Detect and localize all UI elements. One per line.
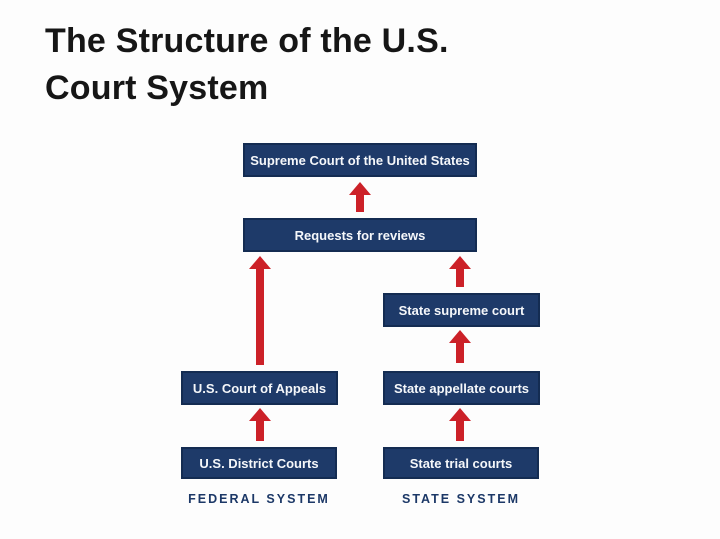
arrow-shaft: [456, 420, 464, 441]
node-requests-for-reviews: Requests for reviews: [243, 218, 477, 252]
node-us-court-of-appeals: U.S. Court of Appeals: [181, 371, 338, 405]
up-arrow-district-to-appeals-icon: [249, 408, 271, 441]
state-system-label: STATE SYSTEM: [402, 492, 520, 506]
node-supreme-court: Supreme Court of the United States: [243, 143, 477, 177]
page-title: The Structure of the U.S. Court System: [45, 18, 665, 112]
up-arrow-state-supreme-to-requests-icon: [449, 256, 471, 287]
arrow-shaft: [456, 268, 464, 287]
arrow-shaft: [256, 268, 264, 365]
arrow-shaft: [356, 194, 364, 212]
up-arrow-appeals-to-requests-icon: [249, 256, 271, 365]
arrow-head: [449, 408, 471, 421]
arrow-head: [249, 408, 271, 421]
arrow-head: [449, 256, 471, 269]
arrow-head: [449, 330, 471, 343]
arrow-head: [249, 256, 271, 269]
page-title-line1: The Structure of the U.S.: [45, 22, 449, 60]
up-arrow-appellate-to-state-supreme-icon: [449, 330, 471, 363]
node-state-supreme-court: State supreme court: [383, 293, 540, 327]
arrow-head: [349, 182, 371, 195]
arrow-shaft: [456, 342, 464, 363]
node-state-appellate-courts: State appellate courts: [383, 371, 540, 405]
up-arrow-trial-to-appellate-icon: [449, 408, 471, 441]
page-title-line2: Court System: [45, 69, 269, 107]
federal-system-label: FEDERAL SYSTEM: [188, 492, 330, 506]
node-us-district-courts: U.S. District Courts: [181, 447, 337, 479]
up-arrow-requests-to-supreme-icon: [349, 182, 371, 212]
arrow-shaft: [256, 420, 264, 441]
node-state-trial-courts: State trial courts: [383, 447, 539, 479]
